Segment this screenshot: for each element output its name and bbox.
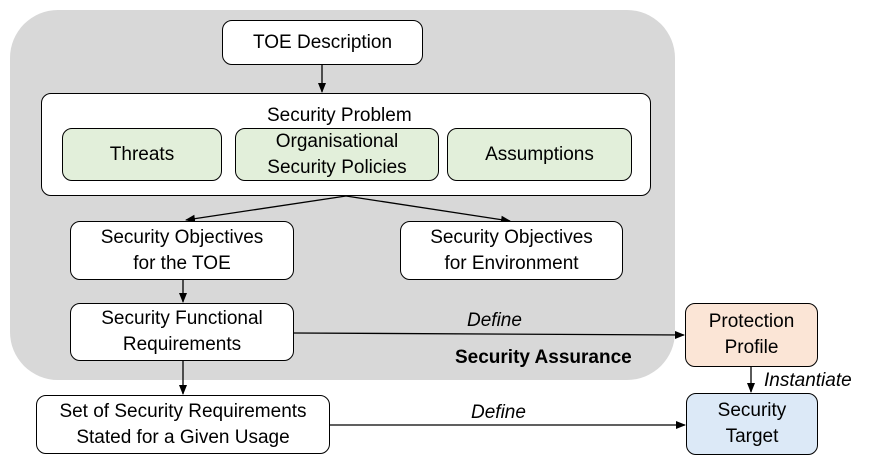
instantiate-label: Instantiate (764, 370, 852, 391)
toe-description-label: TOE Description (252, 31, 393, 53)
define-top-label: Define (467, 310, 522, 331)
threats-label: Threats (109, 143, 175, 165)
protection-profile-box: Protection Profile (685, 303, 818, 367)
security-assurance-label: Security Assurance (455, 347, 632, 368)
define-bottom-label: Define (471, 402, 526, 423)
security-problem-title: Security Problem (267, 105, 412, 126)
functional-requirements-box: Security Functional Requirements (70, 303, 294, 361)
assumptions-box: Assumptions (447, 128, 632, 181)
set-requirements-box: Set of Security Requirements Stated for … (36, 395, 330, 454)
objectives-toe-label: Security Objectives for the TOE (100, 226, 264, 274)
toe-description-box: TOE Description (222, 20, 423, 65)
security-target-box: Security Target (686, 393, 818, 455)
policies-label: Organisational Security Policies (267, 130, 407, 178)
objectives-env-box: Security Objectives for Environment (400, 221, 623, 280)
protection-profile-label: Protection Profile (708, 311, 795, 358)
threats-box: Threats (62, 128, 222, 181)
objectives-env-label: Security Objectives for Environment (430, 226, 593, 274)
policies-box: Organisational Security Policies (235, 128, 439, 181)
arrow-define-protection-profile (293, 330, 685, 339)
security-target-label: Security Target (717, 400, 787, 447)
objectives-toe-box: Security Objectives for the TOE (70, 221, 294, 280)
assumptions-label: Assumptions (485, 143, 594, 165)
set-requirements-label: Set of Security Requirements Stated for … (59, 400, 307, 448)
functional-requirements-label: Security Functional Requirements (101, 308, 263, 355)
arrow-problem-to-objectives-env (345, 195, 511, 224)
arrow-problem-to-objectives-toe (185, 195, 347, 223)
